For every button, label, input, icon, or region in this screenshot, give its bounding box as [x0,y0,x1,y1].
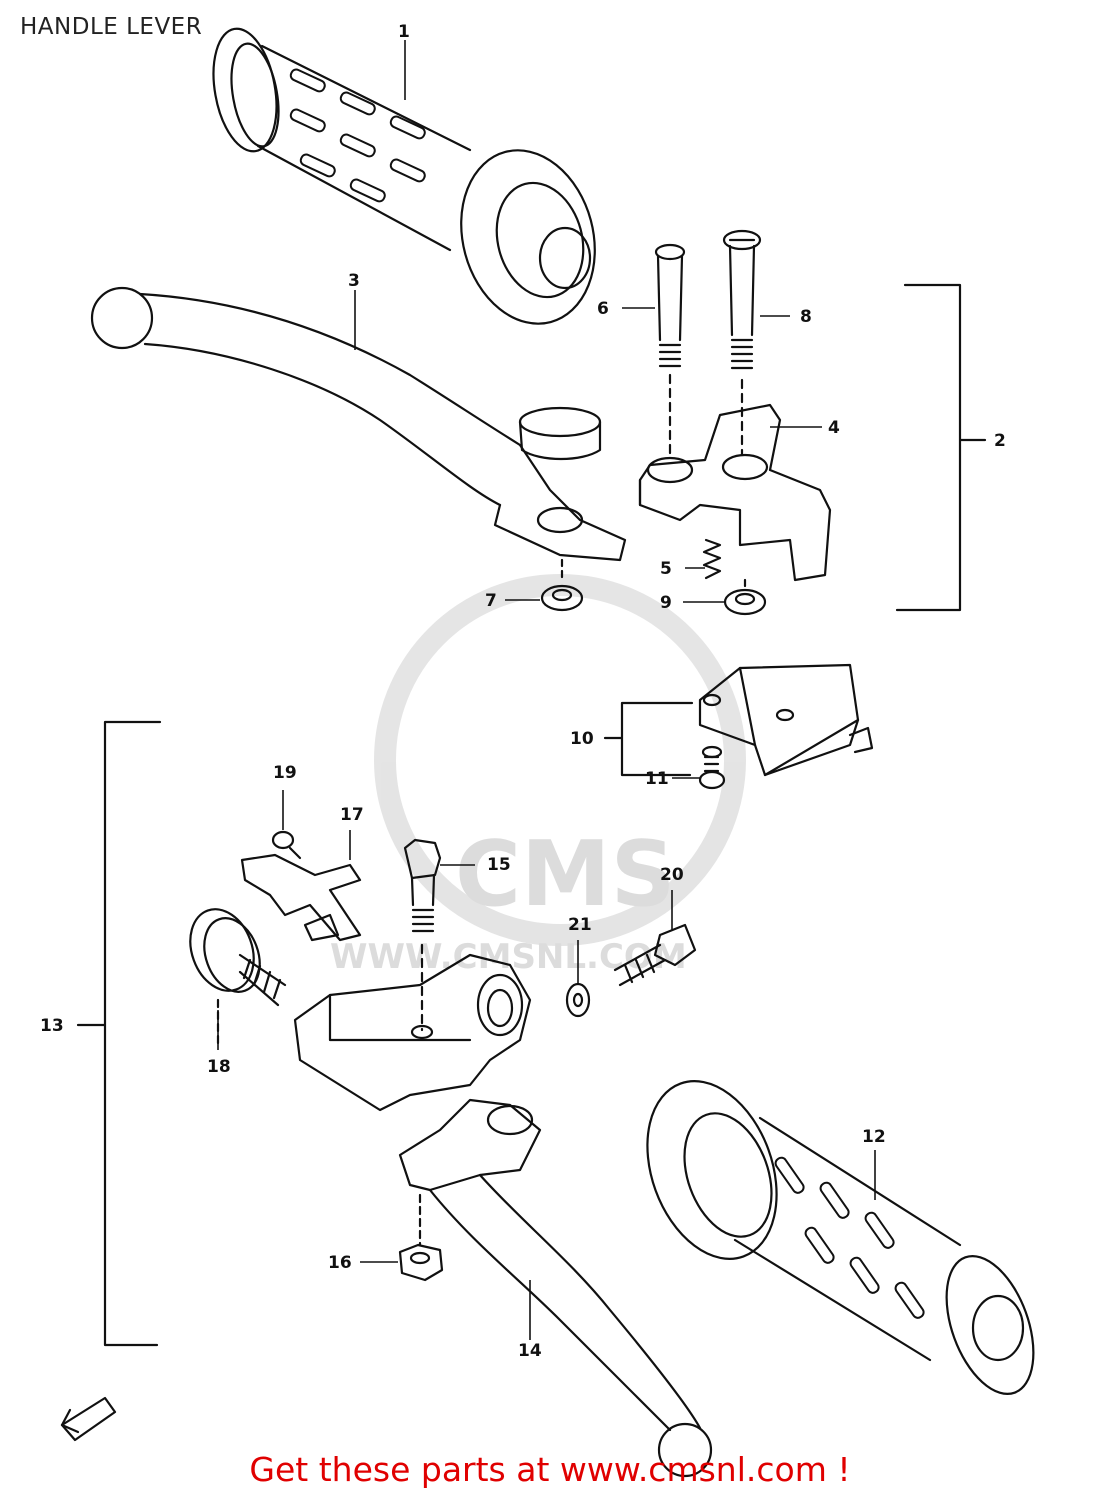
part-10-switch [698,663,874,777]
callout-3: 3 [348,271,360,291]
callout-19: 19 [273,763,297,783]
bracket-2 [895,283,987,612]
part-4-holder [638,403,832,582]
part-9-nut [723,578,767,616]
clutch-lever-holder [293,953,532,1112]
part-7-nut [540,558,584,612]
callout-17: 17 [340,805,364,825]
callout-21: 21 [568,915,592,935]
callout-12: 12 [862,1127,886,1147]
callout-11: 11 [645,769,669,789]
part-11-screw [698,745,726,790]
part-16-nut [398,1243,444,1282]
part-8-pivot-bolt [722,229,762,457]
part-14-clutch-lever [398,1098,713,1478]
callout-18: 18 [207,1057,231,1077]
callout-15: 15 [487,855,511,875]
callout-4: 4 [828,418,840,438]
part-5-spring [702,538,722,580]
direction-arrow-icon [60,1396,117,1442]
callout-1: 1 [398,22,410,42]
callout-5: 5 [660,559,672,579]
part-6-pivot-bolt [654,243,686,457]
part-12-grip [646,1080,1035,1395]
part-18-adjuster [189,908,287,1047]
part-21-washer [565,982,591,1018]
watermark-brand: CMS [455,822,675,927]
part-3-brake-lever [90,286,627,562]
callout-13: 13 [40,1016,64,1036]
cms-watermark: CMS WWW.CMSNL.COM [330,574,746,977]
diagram-title: HANDLE LEVER [20,14,203,40]
callout-2: 2 [994,431,1006,451]
callout-8: 8 [800,307,812,327]
part-1-grip [212,27,596,325]
bracket-13 [76,720,162,1347]
footer-link-text[interactable]: Get these parts at www.cmsnl.com ! [249,1450,851,1489]
part-19-screw [271,830,302,860]
part-17-bracket [240,853,362,942]
part-15-bolt [403,838,442,1032]
callout-16: 16 [328,1253,352,1273]
part-20-bolt [613,923,697,987]
callout-20: 20 [660,865,684,885]
callout-6: 6 [597,299,609,319]
callout-14: 14 [518,1341,542,1361]
callout-7: 7 [485,591,497,611]
bracket-10 [603,701,694,777]
callout-9: 9 [660,593,672,613]
watermark-url: WWW.CMSNL.COM [330,937,687,977]
callout-10: 10 [570,729,594,749]
